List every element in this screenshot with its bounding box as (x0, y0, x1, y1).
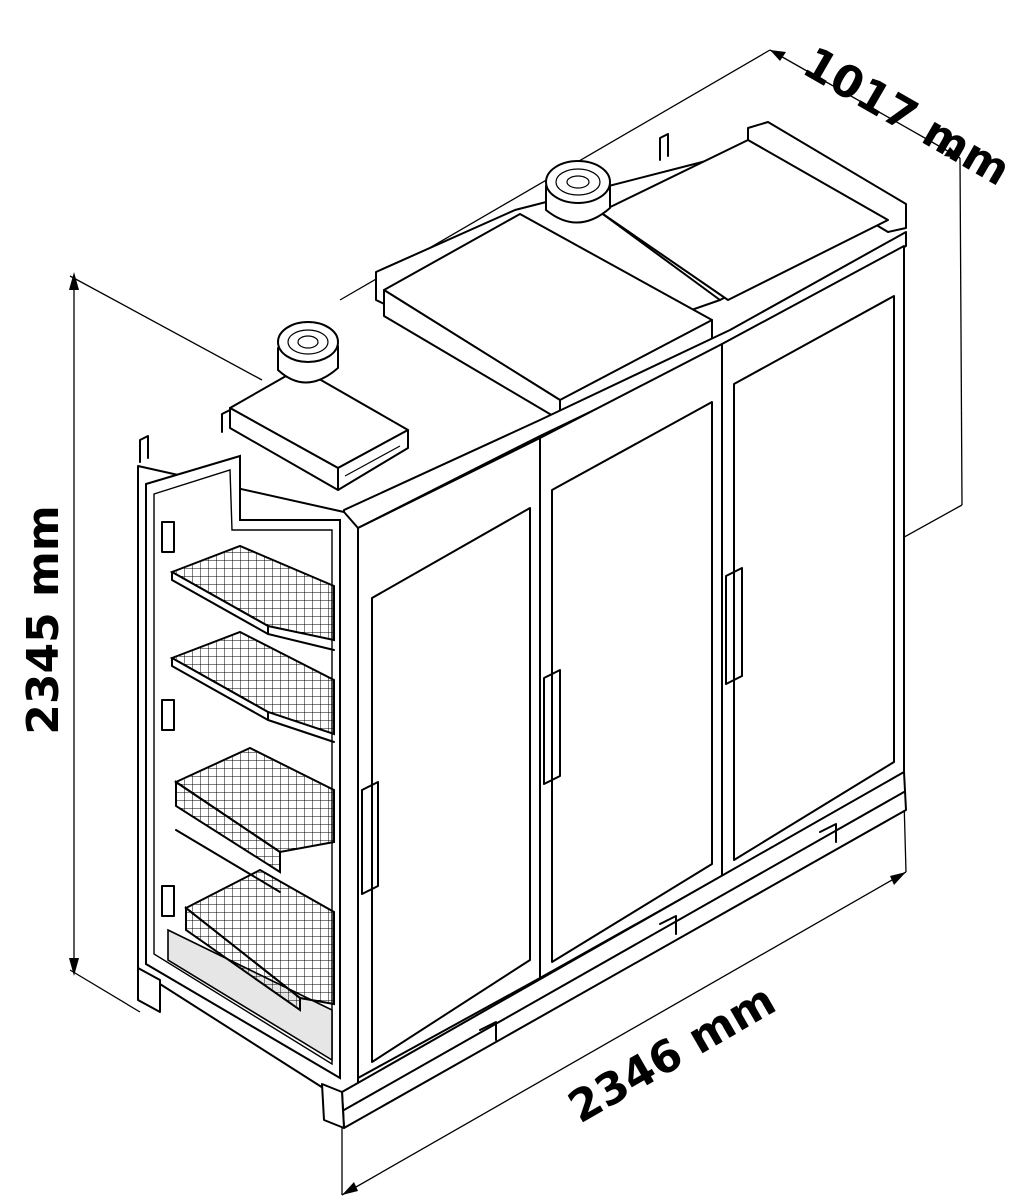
door-middle (539, 343, 723, 979)
wire-basket-lower (184, 868, 335, 1012)
wire-basket-upper (173, 746, 335, 893)
grid-shelf-upper (169, 544, 335, 651)
cabinet-base (137, 771, 907, 1129)
width-label: 2346 mm (560, 975, 784, 1134)
fan-right (545, 160, 611, 224)
grid-shelf-lower (169, 630, 335, 743)
door-right (721, 245, 905, 877)
fan-left (277, 321, 339, 384)
door-left (357, 437, 541, 1079)
top-equipment (139, 121, 907, 491)
height-label: 2345 mm (18, 505, 69, 734)
height-dimension (69, 272, 263, 1013)
